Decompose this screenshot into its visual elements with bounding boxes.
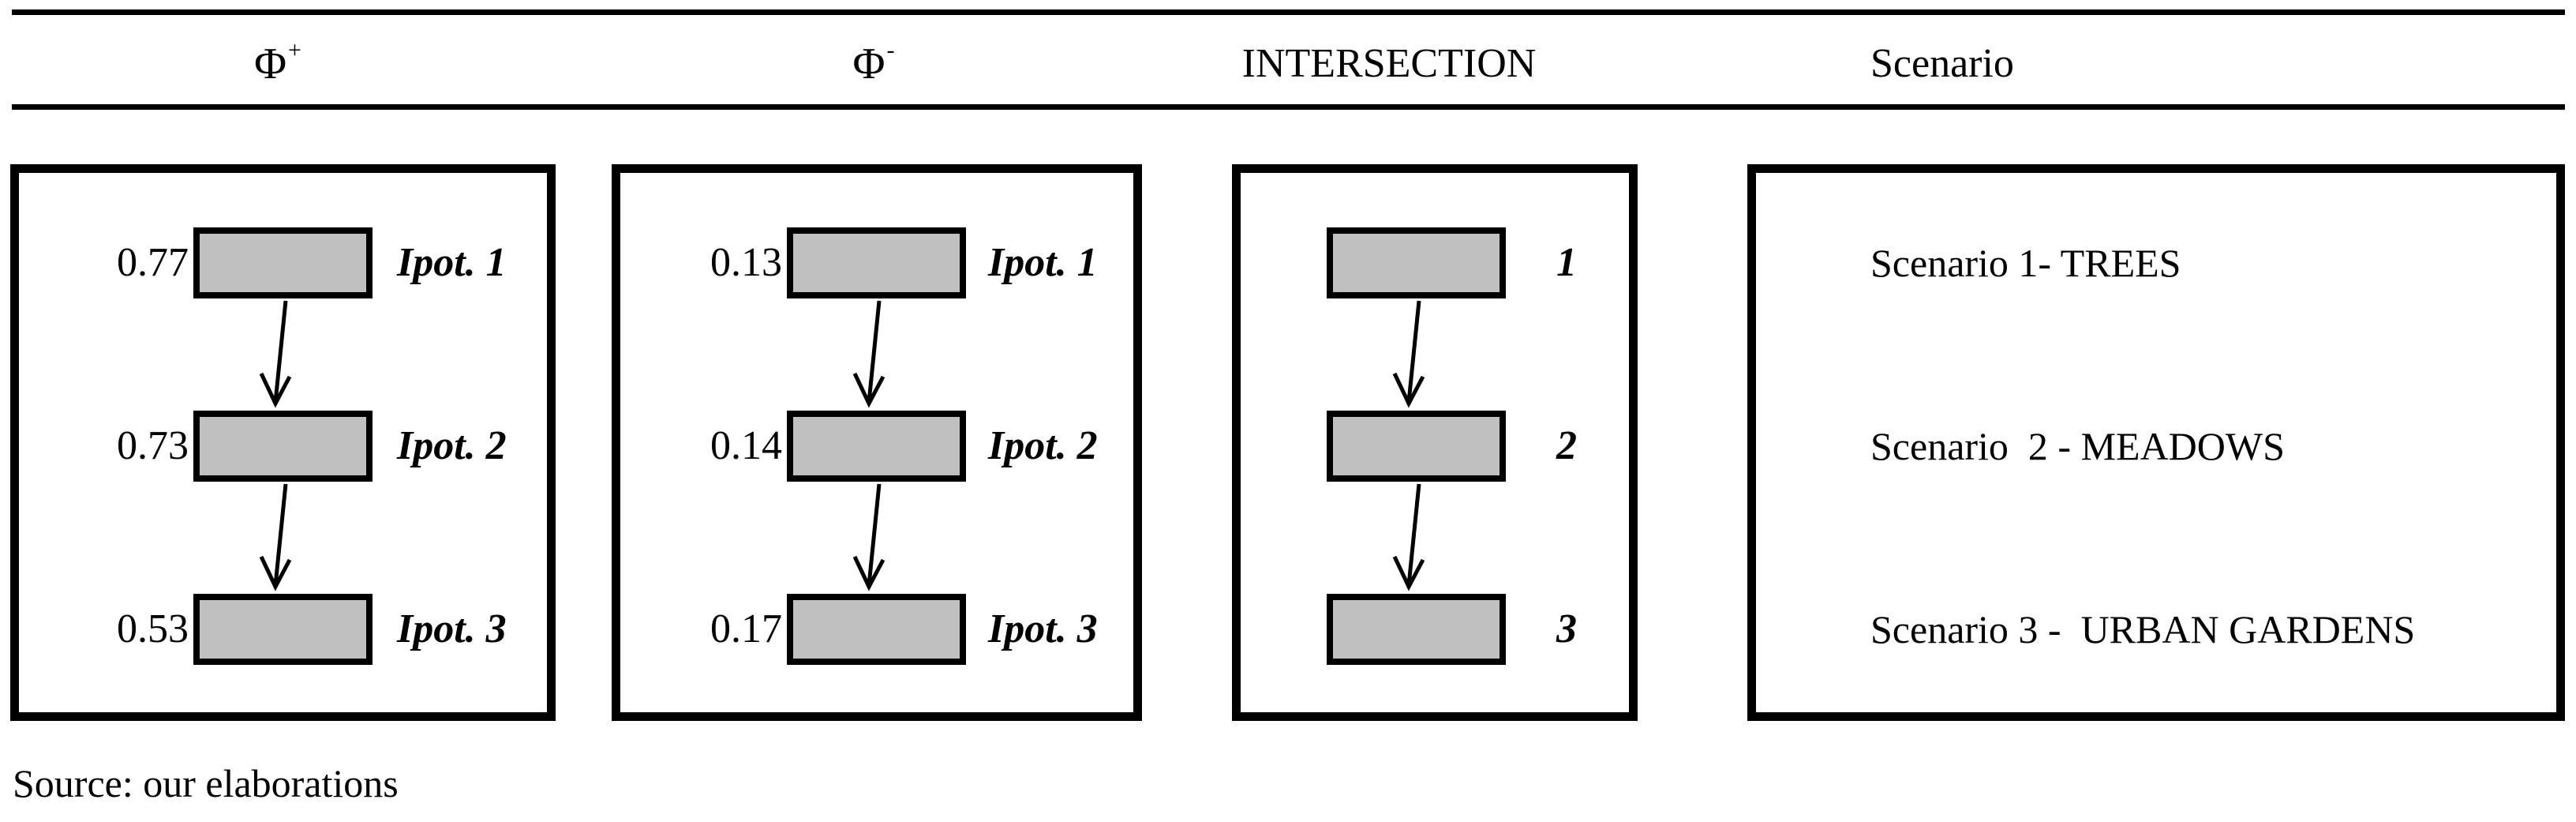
scenario-label: Scenario 3 - URBAN GARDENS: [1870, 607, 2416, 651]
scenario-label: Scenario 1- TREES: [1870, 241, 2181, 285]
outranking-value: 0.14: [710, 423, 782, 468]
rank-label: 3: [1556, 606, 1577, 651]
hypothesis-box: [193, 411, 373, 482]
header-bottom-rule: [12, 104, 2565, 110]
hypothesis-label: Ipot. 1: [988, 240, 1098, 285]
down-arrow-icon: [259, 300, 292, 408]
down-arrow-icon: [852, 300, 886, 408]
rank-box: [1327, 227, 1506, 298]
outranking-value: 0.13: [710, 240, 782, 285]
phi-plus-superscript: +: [288, 37, 301, 64]
rank-box: [1327, 594, 1506, 665]
source-note: Source: our elaborations: [13, 761, 399, 805]
hypothesis-box: [193, 594, 373, 665]
panel-phi-minus: 0.13 Ipot. 1 0.14 Ipot. 2 0.17 Ipot. 3: [612, 164, 1142, 721]
panel-intersection: 1 2 3: [1232, 164, 1638, 721]
outranking-value: 0.17: [710, 606, 782, 651]
down-arrow-icon: [1392, 300, 1425, 408]
phi-minus-superscript: -: [886, 37, 895, 64]
down-arrow-icon: [852, 483, 886, 591]
hypothesis-box: [787, 411, 966, 482]
down-arrow-icon: [259, 483, 292, 591]
hypothesis-label: Ipot. 3: [397, 606, 507, 651]
hypothesis-box: [787, 227, 966, 298]
column-header-phi-minus: Φ-: [795, 39, 953, 88]
hypothesis-label: Ipot. 1: [397, 240, 507, 285]
hypothesis-label: Ipot. 2: [397, 423, 507, 468]
outranking-value: 0.77: [117, 240, 189, 285]
panel-phi-plus: 0.77 Ipot. 1 0.73 Ipot. 2 0.53 Ipot. 3: [10, 164, 556, 721]
outranking-value: 0.73: [117, 423, 189, 468]
column-header-phi-plus: Φ+: [199, 39, 357, 88]
header-top-rule: [12, 9, 2565, 15]
outranking-value: 0.53: [117, 606, 189, 651]
phi-minus-symbol: Φ: [852, 39, 886, 88]
column-header-scenario: Scenario: [1870, 41, 2014, 86]
hypothesis-label: Ipot. 2: [988, 423, 1098, 468]
rank-box: [1327, 411, 1506, 482]
panel-scenario: Scenario 1- TREES Scenario 2 - MEADOWS S…: [1747, 164, 2565, 721]
phi-plus-symbol: Φ: [254, 39, 286, 88]
rank-label: 2: [1556, 423, 1577, 468]
down-arrow-icon: [1392, 483, 1425, 591]
hypothesis-box: [193, 227, 373, 298]
hypothesis-label: Ipot. 3: [988, 606, 1098, 651]
column-header-intersection: INTERSECTION: [1241, 41, 1537, 86]
rank-label: 1: [1556, 240, 1577, 285]
hypothesis-box: [787, 594, 966, 665]
scenario-label: Scenario 2 - MEADOWS: [1870, 424, 2285, 468]
